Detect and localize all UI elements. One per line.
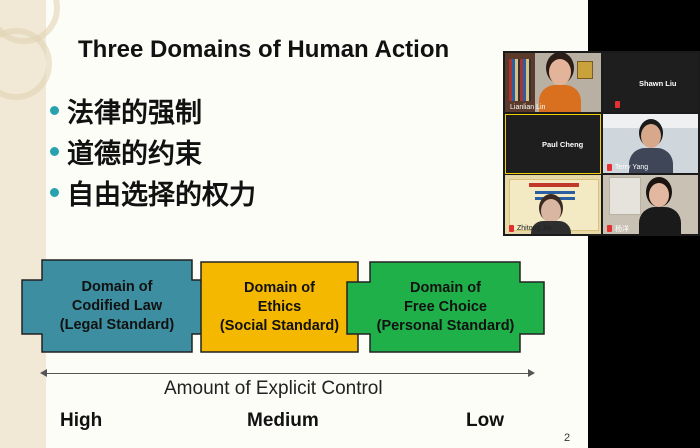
page-number: 2: [564, 432, 571, 444]
participant-name: Shawn Liu: [639, 79, 677, 88]
bullet-item: 法律的强制: [50, 90, 256, 131]
arrow-left-icon: [40, 369, 47, 377]
bullet-icon: [50, 147, 59, 156]
level-medium: Medium: [247, 410, 319, 431]
bullet-icon: [50, 106, 59, 115]
person-head: [649, 183, 669, 207]
bullet-list: 法律的强制 道德的约束 自由选择的权力: [50, 90, 256, 213]
participant-name: 杨洋: [615, 226, 629, 233]
banner-text: [535, 197, 575, 200]
background-wall: [603, 114, 698, 128]
video-tile-lianlian-lin[interactable]: Lianlian Lin: [505, 53, 601, 112]
video-tile-zhitong-jia[interactable]: Zhitong Jia: [505, 175, 601, 234]
mic-muted-icon: [607, 225, 612, 232]
control-axis-line: [42, 373, 532, 374]
domain-shape-ethics: [200, 261, 359, 353]
person-head: [549, 59, 571, 85]
person-head: [641, 124, 661, 148]
person-body: [629, 148, 673, 173]
bookshelf-books: [509, 59, 531, 101]
video-tile-shawn-liu[interactable]: Shawn Liu: [603, 53, 698, 112]
banner-text: [529, 183, 579, 187]
bullet-item: 道德的约束: [50, 131, 256, 172]
participant-name: Paul Cheng: [542, 140, 584, 149]
participant-name: Zhitong Jia: [517, 225, 552, 232]
participant-name: Terry Yang: [615, 164, 649, 171]
presentation-slide: Three Domains of Human Action 法律的强制 道德的约…: [0, 0, 588, 448]
bullet-item: 自由选择的权力: [50, 172, 256, 213]
person-body: [539, 85, 581, 112]
wall-frame: [577, 61, 593, 79]
domain-shapes: [21, 259, 545, 353]
bullet-text: 法律的强制: [67, 98, 202, 129]
mic-muted-icon: [509, 225, 514, 232]
participant-name: Lianlian Lin: [510, 104, 546, 111]
video-gallery: Lianlian Lin Shawn Liu Paul Cheng Terry …: [503, 51, 700, 236]
level-high: High: [60, 410, 103, 431]
bullet-text: 道德的约束: [67, 139, 202, 170]
video-tile-yang-yang[interactable]: 杨洋: [603, 175, 698, 234]
person-body: [639, 207, 681, 234]
mic-muted-icon: [607, 164, 612, 171]
domain-shape-free-choice: [346, 261, 545, 353]
slide-title: Three Domains of Human Action: [78, 36, 450, 63]
video-tile-paul-cheng[interactable]: Paul Cheng: [505, 114, 601, 174]
level-low: Low: [466, 410, 504, 431]
arrow-right-icon: [528, 369, 535, 377]
decorative-ring: [0, 0, 60, 44]
axis-label: Amount of Explicit Control: [164, 378, 383, 399]
person-head: [541, 199, 561, 223]
bullet-icon: [50, 188, 59, 197]
bullet-text: 自由选择的权力: [67, 180, 256, 211]
video-tile-terry-yang[interactable]: Terry Yang: [603, 114, 698, 173]
person-body: [531, 221, 571, 234]
mic-muted-icon: [615, 101, 620, 108]
domain-shape-codified-law: [21, 259, 215, 353]
background-window: [609, 177, 641, 215]
banner-text: [535, 191, 575, 194]
